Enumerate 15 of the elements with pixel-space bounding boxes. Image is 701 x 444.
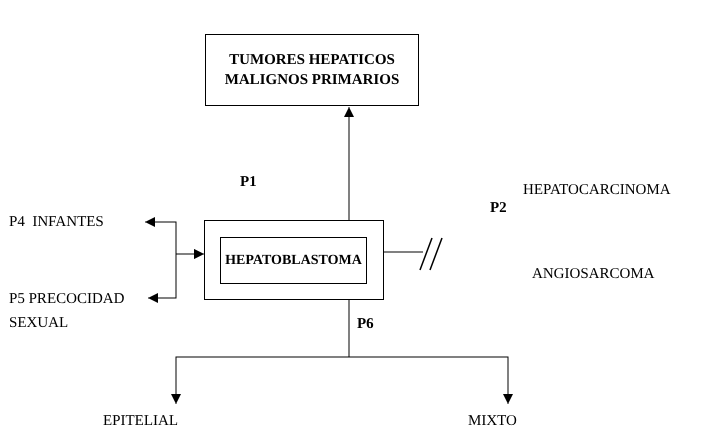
outer-box xyxy=(204,220,384,300)
process-box: TUMORES HEPATICOS MALIGNOS PRIMARIOS xyxy=(205,34,419,106)
text-label: P5 PRECOCIDAD SEXUAL xyxy=(9,287,147,335)
process-box: HEPATOBLASTOMA xyxy=(220,237,367,284)
text-label: P1 xyxy=(240,173,257,192)
text-label: EPITELIAL xyxy=(103,410,178,432)
text-label: ANGIOSARCOMA xyxy=(532,265,655,284)
text-label: P2 xyxy=(490,199,507,218)
arrow xyxy=(348,300,513,404)
text-label: P4 INFANTES xyxy=(9,211,104,234)
text-label: MIXTO xyxy=(468,410,517,432)
text-label: HEPATOCARCINOMA xyxy=(523,181,671,200)
arrow xyxy=(344,106,354,220)
text-label: P6 xyxy=(357,315,374,334)
arrow xyxy=(148,249,204,303)
